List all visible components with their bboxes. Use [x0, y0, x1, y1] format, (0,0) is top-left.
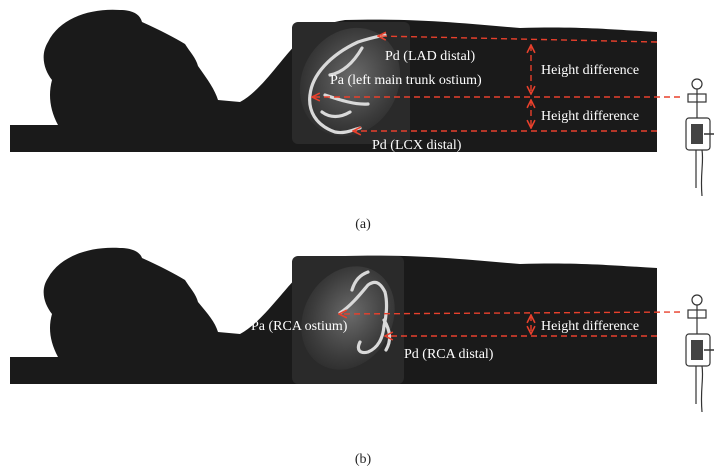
heart-a: [299, 27, 401, 137]
label-pa-left-main: Pa (left main trunk ostium): [330, 73, 482, 88]
pd-lad-arrow: [378, 36, 658, 43]
label-pd-lad: Pd (LAD distal): [385, 49, 476, 64]
panel-b: Pa (RCA ostium) Pd (RCA distal) Height d…: [10, 247, 714, 467]
caption-b: (b): [355, 452, 372, 467]
pressure-transducer-b: [685, 294, 714, 413]
label-pd-rca: Pd (RCA distal): [404, 347, 494, 362]
caption-a: (a): [355, 217, 371, 232]
label-height-diff-b: Height difference: [541, 319, 639, 334]
heart-b: [301, 266, 395, 370]
label-height-diff-2: Height difference: [541, 109, 639, 124]
pa-rca-arrow: [339, 312, 681, 314]
pressure-transducer-a: [685, 78, 714, 197]
label-pa-rca: Pa (RCA ostium): [251, 319, 348, 334]
label-height-diff-1: Height difference: [541, 63, 639, 78]
label-pd-lcx: Pd (LCX distal): [372, 138, 462, 153]
panel-a: Pd (LAD distal) Pa (left main trunk osti…: [10, 9, 714, 232]
